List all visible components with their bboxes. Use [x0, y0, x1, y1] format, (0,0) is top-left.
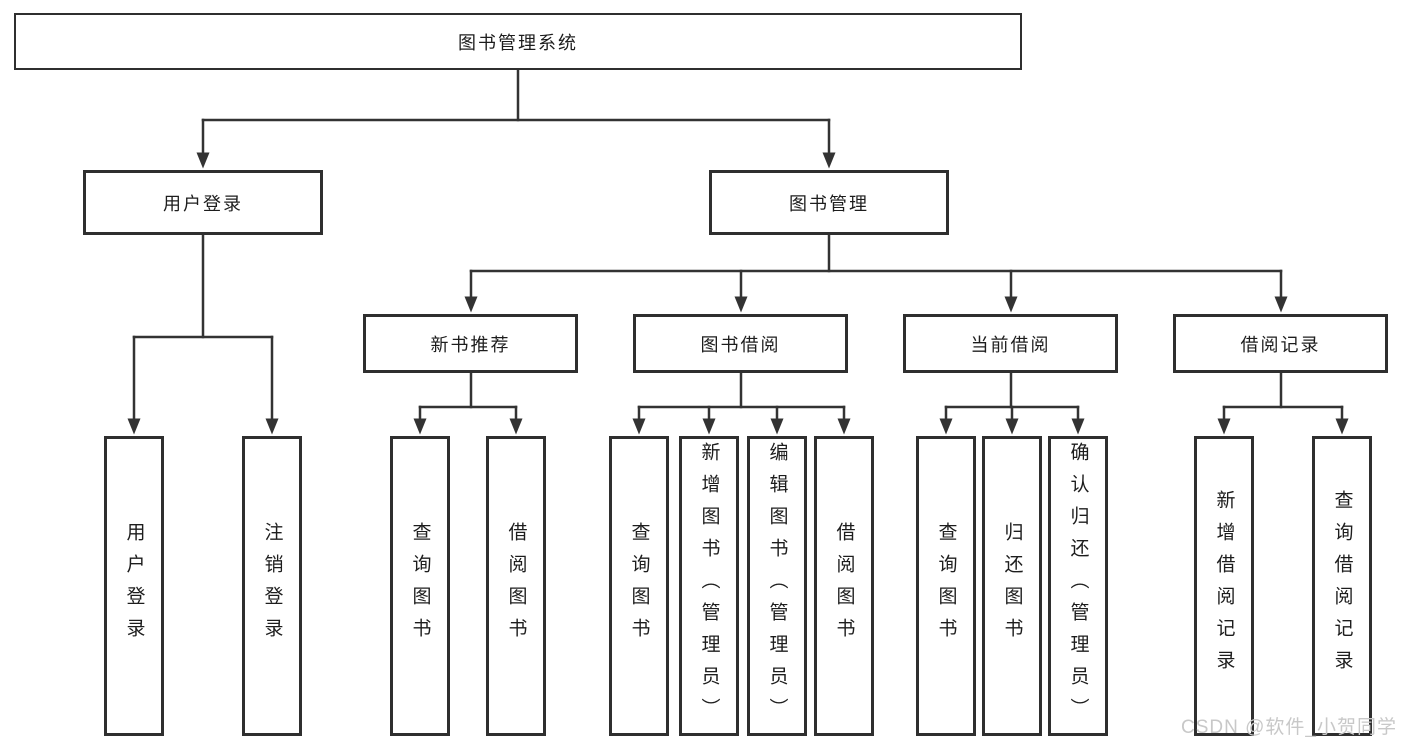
node-library-system: 图书管理系统 [14, 13, 1022, 70]
leaf-user-login: 用户登录 [104, 436, 164, 736]
leaf-nb-query-books: 查询图书 [390, 436, 450, 736]
leaf-logout: 注销登录 [242, 436, 302, 736]
connector-group [127, 68, 1349, 435]
leaf-br-add-record: 新增借阅记录 [1194, 436, 1254, 736]
node-book-management: 图书管理 [709, 170, 949, 235]
leaf-cb-return-books: 归还图书 [982, 436, 1042, 736]
node-book-borrow: 图书借阅 [633, 314, 848, 373]
leaf-cb-query-books: 查询图书 [916, 436, 976, 736]
leaf-bb-query-books: 查询图书 [609, 436, 669, 736]
csdn-watermark: CSDN @软件_小贺同学 [1181, 717, 1397, 738]
leaf-bb-edit-books-admin: 编辑图书（管理员） [747, 436, 807, 736]
node-new-book-recommend: 新书推荐 [363, 314, 578, 373]
leaf-br-query-record: 查询借阅记录 [1312, 436, 1372, 736]
leaf-bb-add-books-admin: 新增图书（管理员） [679, 436, 739, 736]
node-borrow-records: 借阅记录 [1173, 314, 1388, 373]
leaf-nb-borrow-books: 借阅图书 [486, 436, 546, 736]
node-user-login: 用户登录 [83, 170, 323, 235]
node-current-borrow: 当前借阅 [903, 314, 1118, 373]
leaf-bb-borrow-books: 借阅图书 [814, 436, 874, 736]
leaf-cb-confirm-return-admin: 确认归还（管理员） [1048, 436, 1108, 736]
